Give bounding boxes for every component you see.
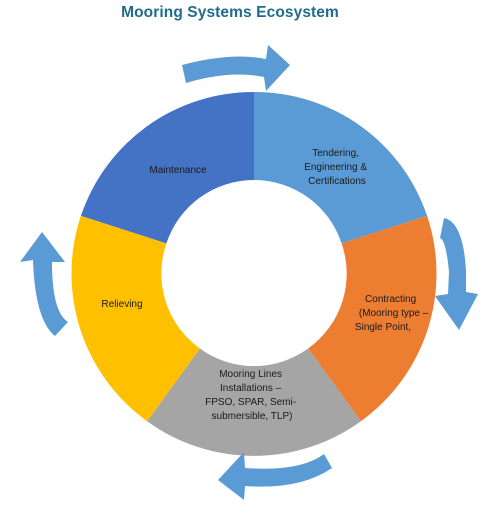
curved-arrow-bottom-icon	[218, 452, 332, 500]
segment-label-maintenance: Maintenance	[149, 165, 207, 176]
curved-arrow-right-icon	[435, 218, 478, 330]
curved-arrow-top-icon	[182, 45, 290, 91]
segment-installations	[147, 348, 361, 456]
segment-tendering	[254, 91, 428, 244]
diagram-title: Mooring Systems Ecosystem	[121, 4, 339, 21]
segment-contracting	[308, 215, 437, 422]
segment-relieving	[71, 215, 200, 422]
segment-label-tendering: Tendering, Engineering & Certifications	[304, 148, 370, 187]
curved-arrow-left-icon	[20, 232, 68, 336]
segment-label-contracting: Contracting (Mooring type – Single Point…	[355, 294, 431, 333]
segment-label-installations: Mooring Lines Installations – FPSO, SPAR…	[205, 369, 299, 422]
segment-maintenance	[80, 91, 255, 244]
segment-label-relieving: Relieving	[101, 299, 142, 310]
